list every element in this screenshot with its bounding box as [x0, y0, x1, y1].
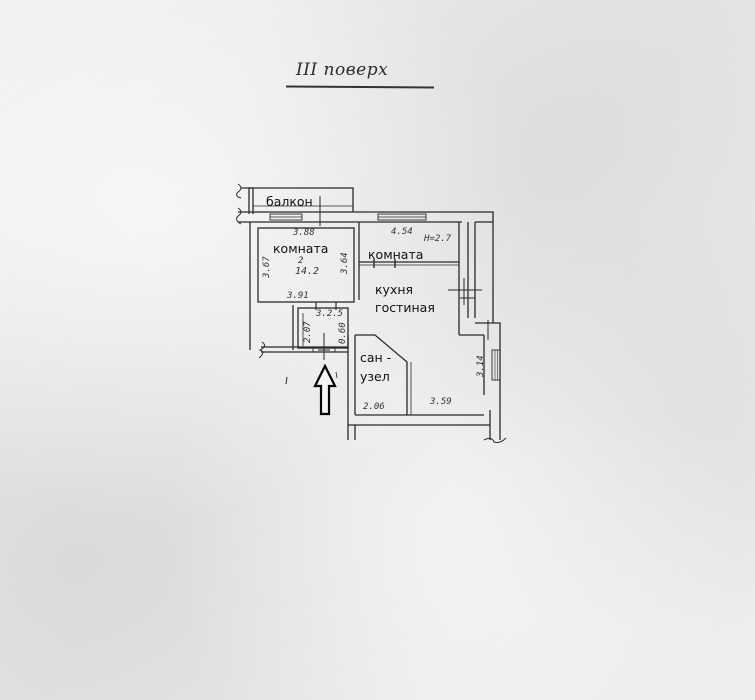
room-2-partition	[359, 259, 459, 268]
label-bathroom-1: сан -	[360, 350, 392, 365]
floor-title: III поверх	[296, 60, 389, 80]
outer-wall-right	[448, 222, 507, 443]
label-bathroom-2: узел	[360, 369, 390, 384]
outer-wall-bottom	[347, 420, 490, 440]
dim-kitchen-bottom: 3.59	[430, 397, 452, 407]
dim-room1-bottom: 3.91	[287, 291, 309, 301]
dim-room1-left: 3.67	[262, 256, 272, 278]
dim-ceiling-height: H=2.7	[424, 234, 452, 244]
label-living-room: гостиная	[375, 300, 435, 315]
hall-walls	[258, 302, 349, 360]
label-balcony: балкон	[266, 194, 313, 209]
label-room-1: комната	[273, 241, 329, 256]
dim-hall-left: 2.07	[303, 321, 313, 343]
room-1-walls	[249, 222, 360, 350]
dim-hall-right: 0.60	[338, 322, 348, 344]
dim-room1-top: 3.88	[293, 228, 315, 238]
bathroom-walls	[347, 334, 484, 420]
dim-room1-right: 3.64	[340, 252, 350, 274]
label-kitchen: кухня	[375, 282, 414, 297]
dim-kitchen-right: 3.14	[476, 355, 486, 377]
dim-room1-area: 14.2	[295, 266, 320, 277]
dim-room1-area-num: 2	[298, 256, 304, 266]
dim-hall-top: 3.2.5	[316, 309, 344, 319]
entrance-arrow-icon	[313, 363, 337, 416]
dim-bathroom-bottom: 2.06	[363, 402, 385, 412]
dim-room2-top: 4.54	[391, 227, 413, 237]
balcony-outline	[236, 183, 354, 214]
outer-wall-top	[236, 196, 494, 226]
label-room-2: комната	[368, 247, 424, 262]
